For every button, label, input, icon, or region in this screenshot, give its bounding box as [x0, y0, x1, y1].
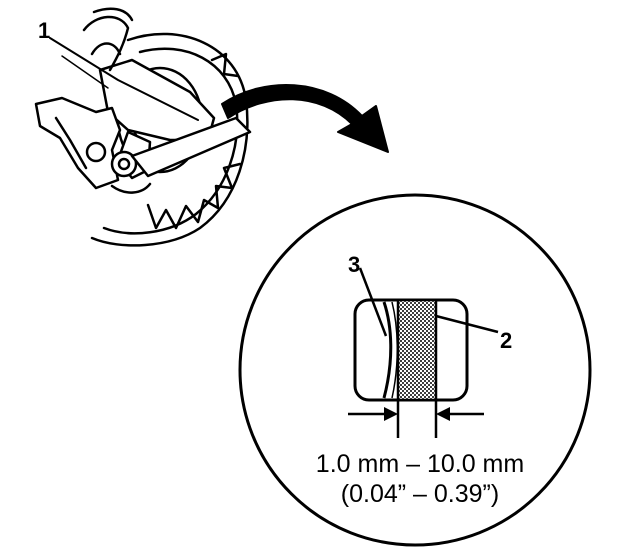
curved-arrow	[221, 83, 389, 153]
backing-plate-outline	[90, 32, 249, 247]
callout-1-label: 1	[38, 18, 50, 43]
callout-2-label: 2	[500, 328, 512, 353]
leader-1	[49, 37, 199, 121]
leader-2	[435, 314, 499, 334]
dimension-arrows	[348, 407, 484, 421]
brake-lining	[396, 298, 438, 402]
fingers	[82, 7, 134, 72]
measurement-imperial: (0.04” – 0.39”)	[341, 480, 499, 508]
callout-3-label: 3	[348, 252, 360, 277]
holder-hole	[85, 141, 107, 163]
backing-plate-inner-rim	[102, 47, 239, 235]
hand-holder	[34, 96, 122, 190]
brake-assembly-illustration	[34, 7, 252, 247]
shoe-edge	[382, 301, 393, 399]
leader-3	[358, 267, 388, 337]
measurement-metric: 1.0 mm – 10.0 mm	[316, 450, 524, 478]
drum-serrations	[146, 52, 242, 230]
tool-handle	[130, 116, 252, 178]
detail-magnifier	[238, 193, 592, 547]
